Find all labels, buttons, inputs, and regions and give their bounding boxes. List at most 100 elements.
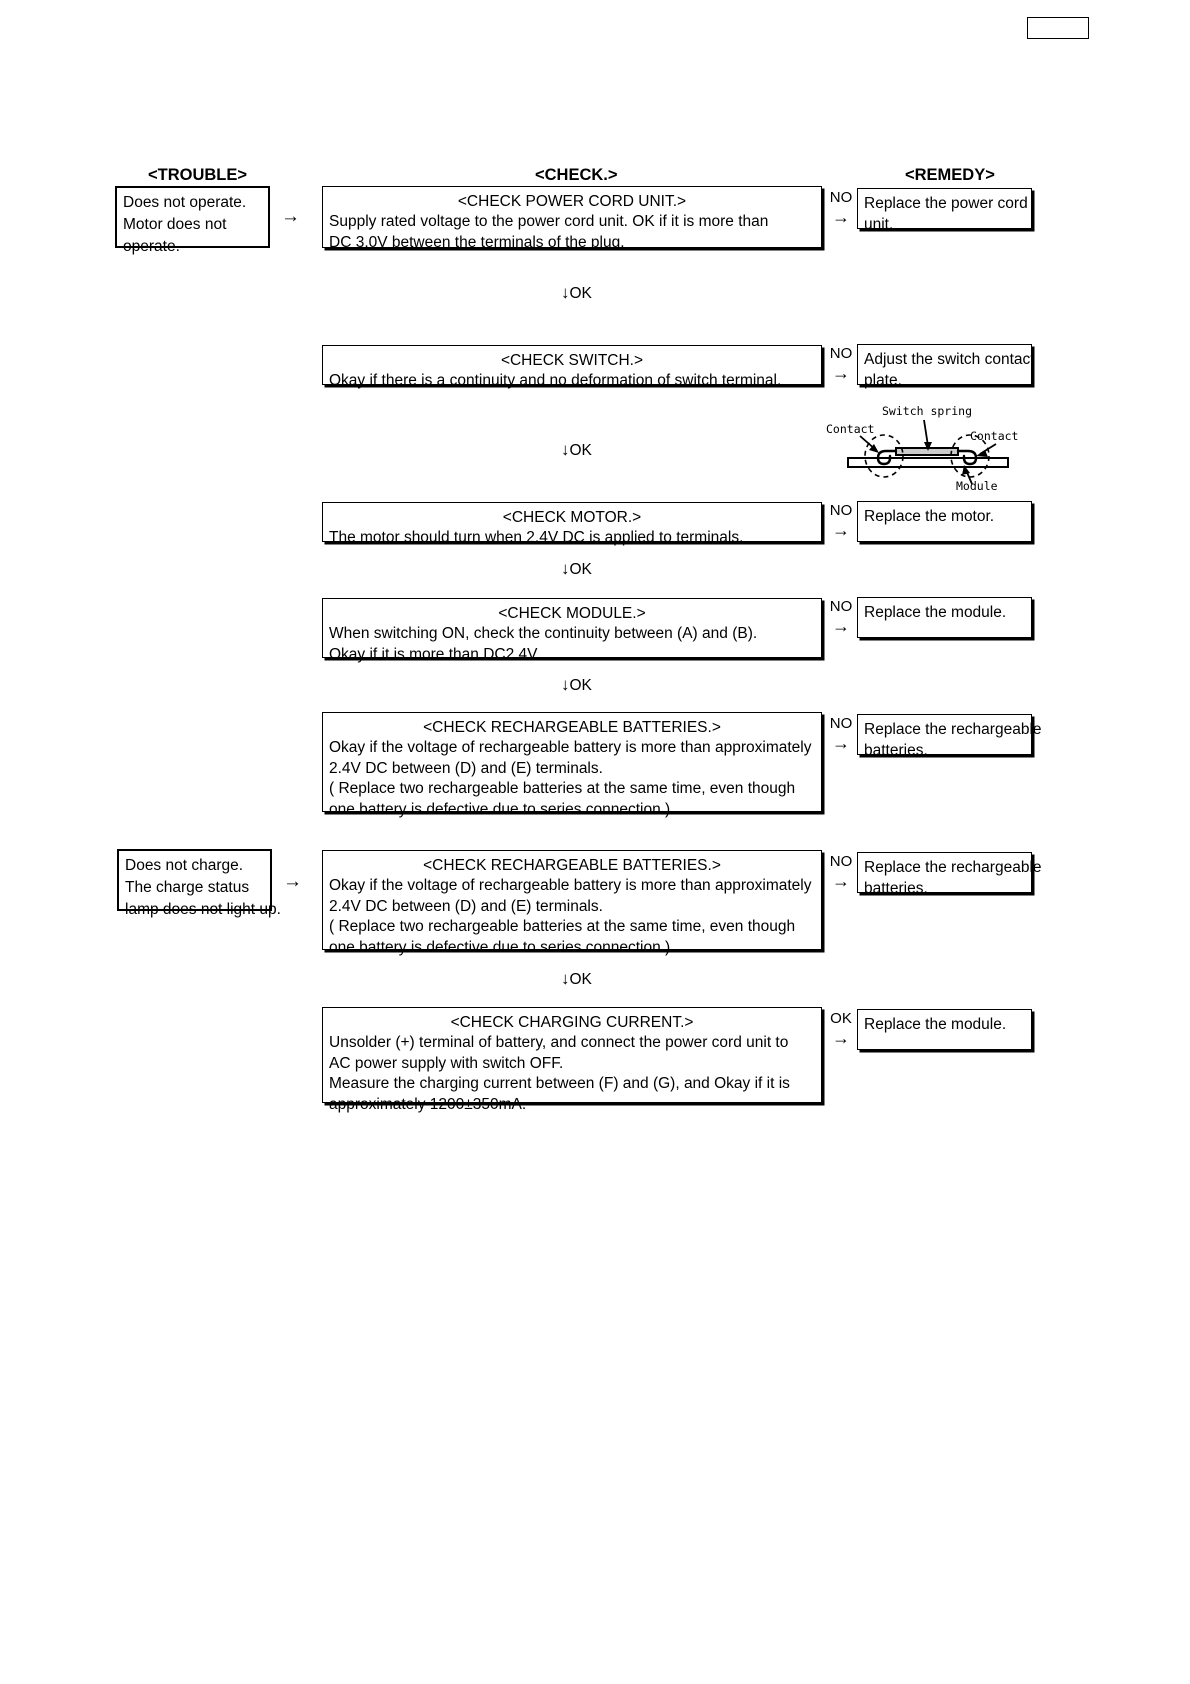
check-box-charging-current: <CHECK CHARGING CURRENT.> Unsolder (+) t…: [322, 1007, 822, 1113]
connector-no-6: NO →: [826, 852, 856, 891]
remedy-line: unit.: [864, 216, 894, 233]
check-box-line: approximately 1200±350mA.: [329, 1095, 527, 1113]
check-box-title: <CHECK MODULE.>: [498, 605, 646, 622]
check-box-switch: <CHECK SWITCH.> Okay if there is a conti…: [322, 345, 822, 389]
check-box-line: Okay if there is a continuity and no def…: [329, 372, 782, 389]
remedy-line: Replace the motor.: [864, 508, 995, 525]
connector-arrow-icon: →: [832, 1028, 850, 1048]
check-box-title: <CHECK POWER CORD UNIT.>: [457, 193, 687, 210]
remedy-box-adjust-switch-contact-plate: Adjust the switch contact plate.: [857, 344, 1035, 389]
remedy-box-replace-power-cord: Replace the power cord unit.: [857, 188, 1032, 233]
remedy-box-replace-module-2: Replace the module.: [857, 1009, 1032, 1050]
check-box-power-cord-unit: <CHECK POWER CORD UNIT.> Supply rated vo…: [322, 186, 822, 251]
remedy-line: Adjust the switch contact: [864, 351, 1035, 368]
remedy-box-replace-module-1: Replace the module.: [857, 597, 1032, 638]
check-box-title: <CHECK MOTOR.>: [502, 509, 642, 526]
connector-arrow-icon: →: [832, 871, 850, 891]
check-box-rechargeable-batteries-2: <CHECK RECHARGEABLE BATTERIES.> Okay if …: [322, 850, 822, 956]
check-box-line: one battery is defective due to series c…: [329, 800, 671, 818]
remedy-line: batteries.: [864, 880, 928, 897]
check-box-line: 2.4V DC between (D) and (E) terminals.: [329, 897, 603, 915]
ok-label: OK: [569, 561, 592, 578]
connector-arrow-icon: →: [832, 733, 850, 753]
ok-connector-1: ↓OK: [561, 284, 592, 303]
check-box-line: Unsolder (+) terminal of battery, and co…: [329, 1034, 789, 1051]
connector-label: NO: [829, 189, 853, 206]
check-box-line: The motor should turn when 2.4V DC is ap…: [329, 529, 744, 546]
ok-connector-5: ↓OK: [561, 970, 592, 989]
diagram-label-contact-right: Contact: [970, 429, 1019, 443]
check-box-line: Measure the charging current between (F)…: [329, 1075, 790, 1092]
trouble-line: operate.: [123, 238, 180, 255]
check-box-title: <CHECK SWITCH.>: [500, 352, 644, 369]
ok-label: OK: [569, 677, 592, 694]
remedy-box-replace-rechargeable-batteries-2: Replace the rechargeable batteries.: [857, 852, 1042, 897]
ok-label: OK: [569, 285, 592, 302]
column-header-trouble: <TROUBLE>: [148, 166, 248, 184]
diagram-label-module: Module: [956, 479, 998, 493]
check-box-line: DC 3.0V between the terminals of the plu…: [329, 233, 625, 251]
check-box-module: <CHECK MODULE.> When switching ON, check…: [322, 598, 822, 663]
connector-no-3: NO →: [826, 501, 856, 540]
ok-connector-2: ↓OK: [561, 441, 592, 460]
down-arrow-icon: ↓: [561, 283, 570, 302]
connector-label: NO: [829, 853, 853, 870]
connector-arrow-icon: →: [832, 363, 850, 383]
ok-label: OK: [569, 971, 592, 988]
check-box-line: AC power supply with switch OFF.: [329, 1054, 564, 1072]
trouble-line: The charge status: [125, 879, 250, 896]
connector-no-2: NO →: [826, 344, 856, 383]
diagram-label-switch-spring: Switch spring: [882, 404, 973, 418]
check-box-line: Supply rated voltage to the power cord u…: [329, 213, 769, 230]
remedy-line: batteries.: [864, 742, 928, 759]
connector-label: NO: [829, 598, 853, 615]
check-box-title: <CHECK RECHARGEABLE BATTERIES.>: [423, 719, 721, 736]
ok-connector-3: ↓OK: [561, 560, 592, 579]
check-box-title: <CHECK CHARGING CURRENT.>: [450, 1014, 694, 1031]
column-header-remedy: <REMEDY>: [905, 166, 995, 184]
ok-connector-4: ↓OK: [561, 676, 592, 695]
down-arrow-icon: ↓: [561, 969, 570, 988]
ok-label: OK: [569, 442, 592, 459]
check-box-line: ( Replace two rechargeable batteries at …: [329, 918, 796, 935]
remedy-line: Replace the rechargeable: [864, 721, 1042, 738]
trouble-box-does-not-charge: Does not charge. The charge status lamp …: [117, 849, 281, 918]
remedy-box-replace-rechargeable-batteries-1: Replace the rechargeable batteries.: [857, 714, 1042, 759]
connector-arrow-icon: →: [832, 616, 850, 636]
remedy-line: plate.: [864, 372, 902, 389]
switch-spring-illustration-icon: [847, 419, 1009, 485]
connector-no-4: NO →: [826, 597, 856, 636]
trouble-line: Does not charge.: [125, 857, 244, 874]
check-box-line: ( Replace two rechargeable batteries at …: [329, 780, 796, 797]
check-box-rechargeable-batteries-1: <CHECK RECHARGEABLE BATTERIES.> Okay if …: [322, 712, 822, 818]
remedy-line: Replace the rechargeable: [864, 859, 1042, 876]
check-box-line: When switching ON, check the continuity …: [329, 625, 758, 642]
check-box-motor: <CHECK MOTOR.> The motor should turn whe…: [322, 502, 822, 546]
check-box-title: <CHECK RECHARGEABLE BATTERIES.>: [423, 857, 721, 874]
diagram-label-contact-left: Contact: [826, 422, 875, 436]
check-box-line: 2.4V DC between (D) and (E) terminals.: [329, 759, 603, 777]
page-number-box: [1027, 17, 1089, 39]
check-box-line: Okay if the voltage of rechargeable batt…: [329, 739, 812, 756]
remedy-line: Replace the power cord: [864, 195, 1028, 212]
connector-label: NO: [829, 502, 853, 519]
down-arrow-icon: ↓: [561, 675, 570, 694]
trouble-line: Motor does not: [123, 216, 227, 233]
remedy-line: Replace the module.: [864, 1016, 1007, 1033]
check-box-line: Okay if the voltage of rechargeable batt…: [329, 877, 812, 894]
connector-label: NO: [829, 715, 853, 732]
down-arrow-icon: ↓: [561, 440, 570, 459]
check-box-line: one battery is defective due to series c…: [329, 938, 671, 956]
trouble-to-check-arrow-icon: →: [281, 206, 300, 227]
connector-ok-7: OK →: [826, 1009, 856, 1048]
trouble-box-does-not-operate: Does not operate. Motor does not operate…: [115, 186, 270, 255]
trouble-line: Does not operate.: [123, 194, 247, 211]
connector-no-5: NO →: [826, 714, 856, 753]
column-header-check: <CHECK.>: [535, 166, 618, 184]
connector-arrow-icon: →: [832, 520, 850, 540]
connector-label: NO: [829, 345, 853, 362]
switch-spring-diagram: Switch spring Contact Contact Module: [820, 400, 1060, 498]
check-box-line: Okay if it is more than DC2.4V.: [329, 645, 541, 663]
remedy-line: Replace the module.: [864, 604, 1007, 621]
